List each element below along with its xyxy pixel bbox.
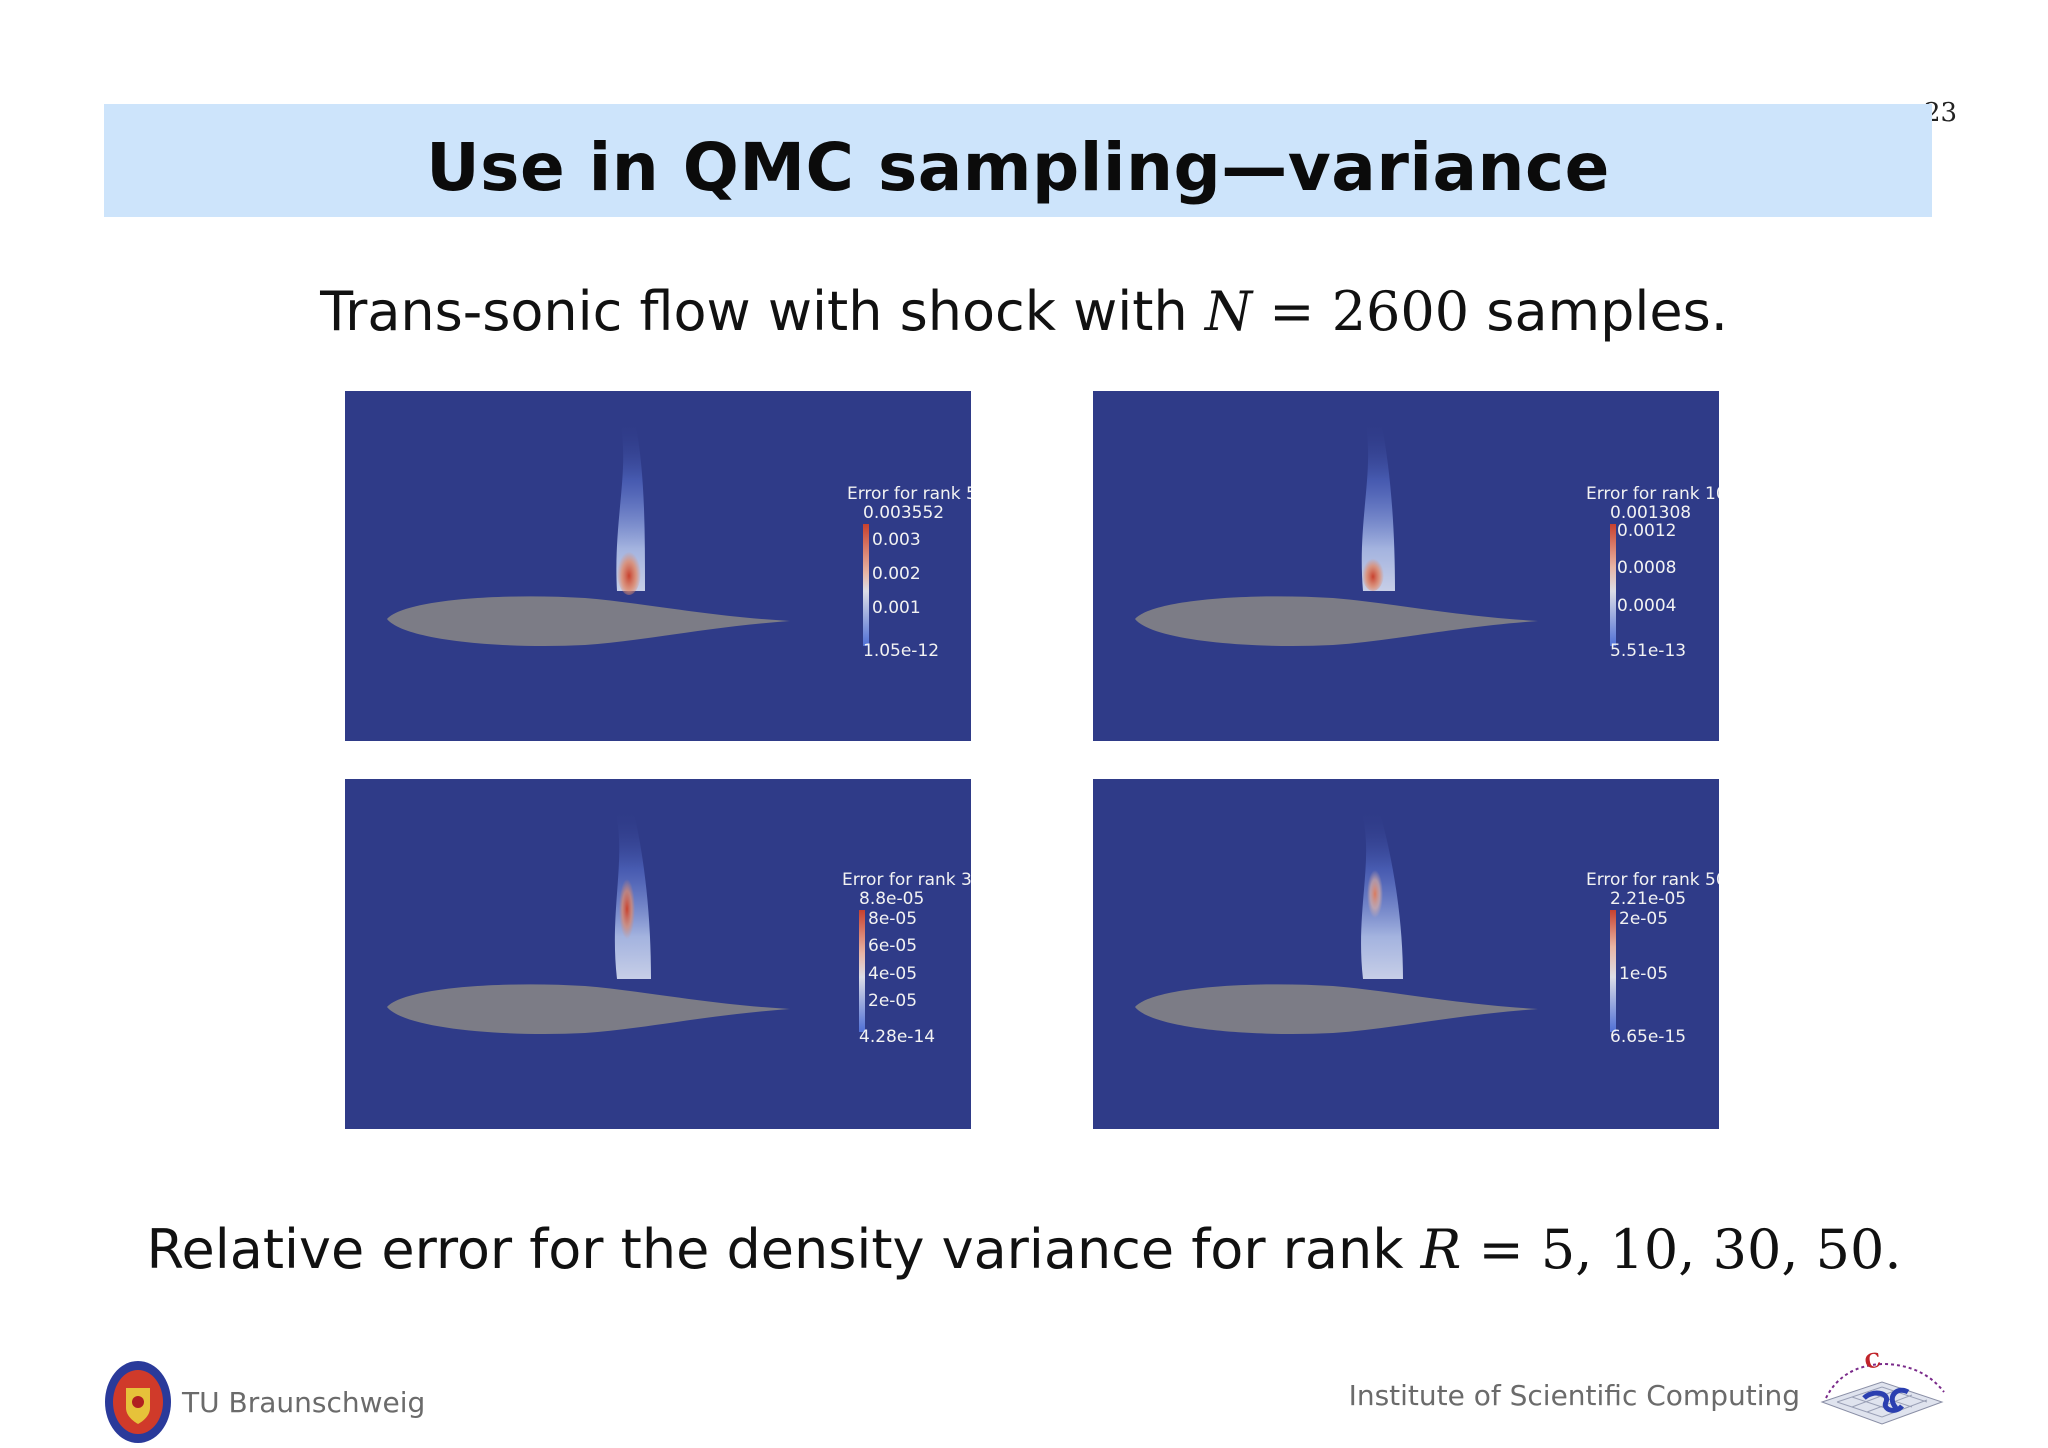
error-plot-rank-50: Error for rank 50 2.21e-05 2e-05 1e-05 6… (1093, 779, 1719, 1129)
error-plot-rank-5: Error for rank 5 0.003552 0.003 0.002 0.… (345, 391, 971, 741)
colorbar (859, 910, 865, 1032)
colorbar-tick: 6e-05 (868, 936, 918, 956)
error-hotspot (619, 879, 635, 939)
error-plot-rank-10: Error for rank 10 0.001308 0.0012 0.0008… (1093, 391, 1719, 741)
caption-prefix: Relative error for the density variance … (146, 1218, 1421, 1281)
error-plume (1361, 421, 1395, 591)
colorbar-title: Error for rank 50 (1586, 870, 1719, 890)
colorbar-tick: 0.001 (872, 598, 921, 618)
tu-braunschweig-seal-icon (105, 1361, 171, 1443)
flow-field-render (1135, 809, 1538, 1034)
caption-math: R = 5, 10, 30, 50. (1421, 1218, 1902, 1281)
colorbar-tick: 2e-05 (868, 991, 918, 1011)
colorbar-tick: 4e-05 (868, 964, 918, 984)
flow-field-render (387, 421, 790, 646)
flow-field-render (1135, 421, 1538, 646)
subtitle-suffix: samples. (1469, 280, 1728, 343)
colorbar (863, 524, 869, 646)
slide-title: Use in QMC sampling—variance (426, 129, 1610, 206)
subtitle-math: N = 2600 (1205, 280, 1469, 343)
colorbar-min: 6.65e-15 (1610, 1027, 1687, 1047)
colorbar-tick: 2e-05 (1619, 909, 1669, 929)
colorbar-tick: 1e-05 (1619, 964, 1669, 984)
subtitle-prefix: Trans-sonic flow with shock with (320, 280, 1205, 343)
colorbar-tick: 0.0012 (1617, 521, 1677, 541)
subtitle-equation: = 2600 (1252, 280, 1470, 343)
error-plot-rank-30: Error for rank 30 8.8e-05 8e-05 6e-05 4e… (345, 779, 971, 1129)
error-plume (616, 421, 645, 591)
airfoil (1135, 596, 1538, 646)
footer-institute: Institute of Scientific Computing (1348, 1378, 1800, 1412)
airfoil (1135, 984, 1538, 1034)
colorbar-title: Error for rank 30 (842, 870, 971, 890)
colorbar-max: 0.001308 (1610, 503, 1692, 523)
colorbar-title: Error for rank 5 (847, 484, 971, 504)
error-hotspot (1362, 555, 1384, 591)
flow-field-render (387, 809, 790, 1034)
error-hotspot (617, 547, 641, 595)
error-hotspot (1367, 870, 1383, 918)
colorbar-tick: 0.0008 (1617, 558, 1677, 578)
footer-left: TU Braunschweig (104, 1360, 425, 1444)
subtitle-variable: N (1204, 280, 1253, 343)
slide-caption: Relative error for the density variance … (0, 1218, 2048, 1281)
colorbar-tick: 0.003 (872, 530, 921, 550)
svg-text:C: C (1863, 1352, 1883, 1374)
colorbar (1610, 524, 1616, 646)
footer-university: TU Braunschweig (182, 1385, 426, 1419)
colorbar-min: 5.51e-13 (1610, 641, 1687, 661)
slide-subtitle: Trans-sonic flow with shock with N = 260… (0, 280, 2048, 343)
colorbar-tick: 8e-05 (868, 909, 918, 929)
airfoil (387, 984, 790, 1034)
title-bar: Use in QMC sampling—variance (104, 104, 1932, 217)
caption-equation: = 5, 10, 30, 50. (1461, 1218, 1902, 1281)
colorbar-max: 2.21e-05 (1610, 889, 1687, 909)
colorbar-tick: 0.0004 (1617, 596, 1677, 616)
colorbar-min: 4.28e-14 (859, 1027, 936, 1047)
airfoil (387, 596, 790, 646)
colorbar-min: 1.05e-12 (863, 641, 940, 661)
colorbar-title: Error for rank 10 (1586, 484, 1719, 504)
colorbar-max: 8.8e-05 (859, 889, 925, 909)
footer-right: Institute of Scientific Computing C (1349, 1352, 1952, 1438)
scientific-computing-logo-icon: C (1820, 1352, 1945, 1425)
colorbar-tick: 0.002 (872, 564, 921, 584)
colorbar (1610, 910, 1616, 1032)
caption-variable: R (1420, 1218, 1462, 1281)
colorbar-max: 0.003552 (863, 503, 945, 523)
